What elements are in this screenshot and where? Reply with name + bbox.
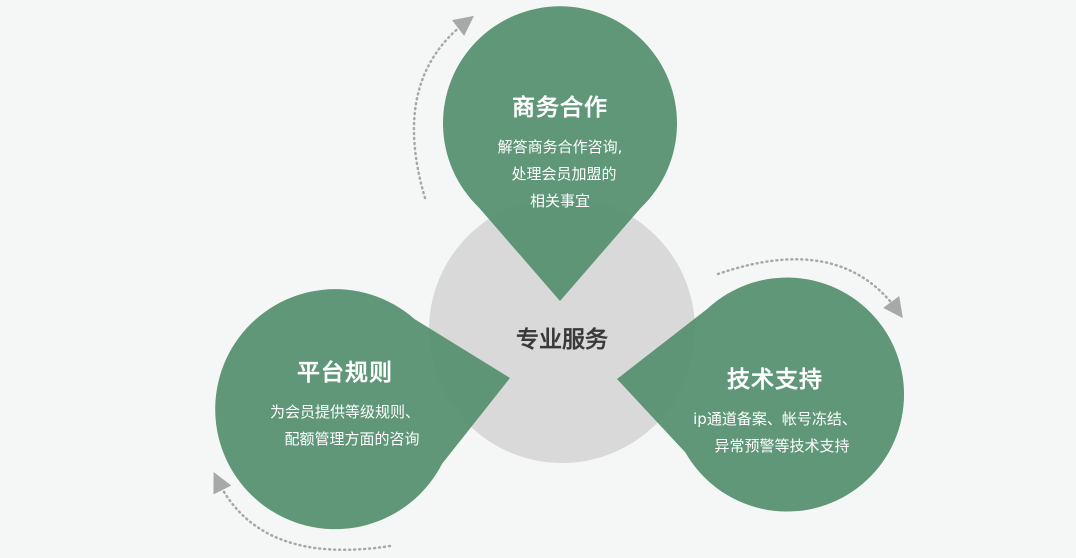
tech-desc: ip通道备案、帐号冻结、 异常预警等技术支持 (655, 406, 895, 460)
platform-teardrop (215, 289, 510, 530)
tech-desc-line: 异常预警等技术支持 (714, 437, 850, 455)
business-teardrop (443, 6, 678, 302)
business-desc-line: 相关事宜 (529, 192, 590, 210)
center-circle (429, 197, 695, 463)
business-card: 商务合作 解答商务合作咨询, 处理会员加盟的 相关事宜 (440, 88, 680, 215)
tech-title: 技术支持 (727, 367, 823, 393)
business-desc-line: 处理会员加盟的 (511, 165, 617, 183)
business-desc: 解答商务合作咨询, 处理会员加盟的 相关事宜 (440, 134, 680, 215)
platform-card: 平台规则 为会员提供等级规则、 配额管理方面的咨询 (225, 353, 465, 453)
tech-teardrop (617, 277, 905, 512)
center-label: 专业服务 (516, 327, 608, 353)
platform-desc-line: 为会员提供等级规则、 (269, 403, 420, 421)
business-desc-line: 解答商务合作咨询, (497, 138, 623, 156)
curved-arrow-right (716, 258, 903, 319)
platform-title: 平台规则 (297, 360, 393, 386)
curved-arrow-bottom-left (213, 472, 392, 552)
tech-card: 技术支持 ip通道备案、帐号冻结、 异常预警等技术支持 (655, 360, 895, 460)
platform-desc: 为会员提供等级规则、 配额管理方面的咨询 (225, 399, 465, 453)
business-title: 商务合作 (512, 95, 608, 121)
tech-desc-line: ip通道备案、帐号冻结、 (693, 410, 857, 428)
platform-desc-line: 配额管理方面的咨询 (284, 430, 420, 448)
curved-arrow-top-left (412, 15, 474, 200)
